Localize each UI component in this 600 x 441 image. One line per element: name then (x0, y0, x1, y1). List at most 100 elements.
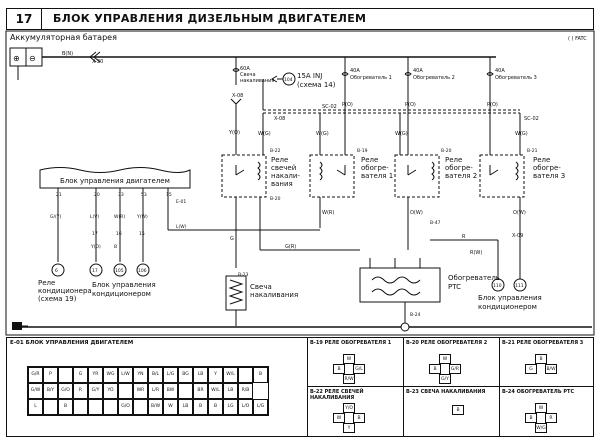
ecu-pin-1: 21 (56, 192, 62, 198)
marker-17: 17 (92, 268, 98, 274)
ecu-pin-cell: G/O (118, 399, 133, 415)
note-ptc-2: PTC (448, 283, 461, 291)
conn-b23: B-23 (238, 272, 249, 278)
fuse1-name2: накаливания (240, 78, 274, 84)
ecu-pin-cell: BG (178, 367, 193, 383)
fuse2-rating: 40A (350, 68, 360, 74)
note-ac-relay-3: (схема 19) (38, 295, 77, 303)
ecu-pin-cell: WR (133, 383, 148, 399)
relay-heater2: Реле обогре- вателя 2 B-20 (394, 148, 477, 198)
marker-110: 110 (493, 283, 502, 289)
fuse-heater1: 40A Обогреватель 1 P(O) (341, 57, 392, 155)
ecu-pin-cell: B/Y (43, 383, 58, 399)
relay-h2-l2: обогре- (445, 164, 473, 172)
ecu-pin-cell: YO (103, 383, 118, 399)
ecu-pin-cell (58, 367, 73, 383)
fuse4-name: Обогреватель 3 (495, 75, 537, 81)
note-ac-relay-2: кондиционера (38, 287, 92, 295)
battery-label: Аккумуляторная батарея (10, 33, 117, 42)
ecu-pin-cell: B/L (148, 367, 163, 383)
ecu-pin-cell (88, 399, 103, 415)
inj-note: (схема 14) (297, 81, 336, 89)
relay-heater1: Реле обогре- вателя 1 B-19 (309, 148, 393, 198)
ecu-pin-cell: L/W (118, 367, 133, 383)
inj-label: 15A INJ (297, 72, 322, 80)
fatc-label: ( ) FATC (568, 36, 587, 42)
relay-h1-id: B-19 (357, 148, 368, 154)
ecu-pin-cell: G (73, 367, 88, 383)
ecu-wire-2: L(V) (90, 214, 99, 220)
ecu-pin-cell (118, 383, 133, 399)
ecu-pin-cell: WG (103, 367, 118, 383)
ecu-pin-cell: L (28, 399, 43, 415)
relay-h3-l2: обогре- (533, 164, 561, 172)
battery: ⊕ ⊖ (9, 47, 43, 80)
schematic-frame (5, 30, 595, 336)
note-ac-relay-1: Реле (38, 279, 55, 287)
ecu-pin-2: 20 (94, 192, 100, 198)
note-glow-1: Свеча (250, 283, 272, 291)
ecu-pin-cell: W/L (223, 367, 238, 383)
wire-wg-4: W(G) (515, 131, 528, 137)
ecu-pin-cell: L/G (163, 367, 178, 383)
relay-glow: Реле свечей накали- вания B-22 B-20 (221, 148, 300, 202)
note-ac-ecu-2: кондиционером (92, 290, 151, 298)
panel-b22-title: B-22 РЕЛЕ СВЕЧЕЙ НАКАЛИВАНИЯ (310, 389, 364, 401)
note-ptc-1: Обогреватель (448, 274, 500, 282)
connector-pin: B (333, 364, 345, 374)
wire-po-2: P(O) (405, 102, 416, 108)
fuse-glow: 60A Свеча накаливания X-08 Y(O) (228, 57, 274, 155)
ecu-pin-cell: LG (223, 399, 238, 415)
marker-105: 105 (115, 268, 124, 274)
ecu-pin-cell: W (163, 399, 178, 415)
wire-b-lower: B (114, 244, 117, 250)
fuse1-name1: Свеча (240, 72, 256, 78)
relay-heater3: Реле обогре- вателя 3 B-21 (479, 148, 565, 198)
ecu-pin-cell: BW (163, 383, 178, 399)
ecu-pin-cell: R (73, 383, 88, 399)
lower-pin-3: 15 (139, 231, 145, 237)
inj-marker: 104 (284, 77, 293, 83)
relay-glow-l4: вания (271, 180, 293, 188)
ecu-pin-cell: L/G (253, 399, 268, 415)
ecu-pin-cell (73, 399, 88, 415)
wire-sc02-2: SC-02 (524, 116, 539, 122)
relay-h2-l3: вателя 2 (445, 172, 477, 180)
ecu-pin-cell: R/B (238, 383, 253, 399)
connector-pin: B (452, 405, 464, 415)
connector-pin: G/R (449, 364, 461, 374)
ecu-pin-cell: BR (193, 383, 208, 399)
connector-pin: Y/O (343, 403, 355, 413)
relay-h1-l3: вателя 1 (361, 172, 393, 180)
connector-pin: B (429, 364, 441, 374)
fuse1-rating: 60A (240, 66, 250, 72)
wire-x09: X-09 (512, 233, 523, 239)
relay-h3-l3: вателя 3 (533, 172, 565, 180)
ecu-wire-1: G/(Y) (50, 214, 62, 220)
wire-po-1: P(O) (342, 102, 353, 108)
fuse3-name: Обогреватель 2 (413, 75, 455, 81)
connector-pin: W (333, 413, 345, 423)
relay-glow-l3: накали- (271, 172, 300, 180)
connector-pin: B (535, 354, 547, 364)
relay-h3-id: B-21 (527, 148, 538, 154)
ecu-pin-cell: G/R (28, 367, 43, 383)
relay-h2-l1: Реле (445, 156, 462, 164)
connector-pin: R/W (343, 374, 355, 384)
conn-b24: B-24 (410, 312, 421, 318)
wire-yo: Y(O) (228, 130, 240, 136)
ecu-pin-cell (133, 399, 148, 415)
relay-h2-id: B-20 (441, 148, 452, 154)
connector-pin: B (525, 413, 537, 423)
ecu-pin-5: 15 (166, 192, 172, 198)
ecu-pin-cell: B (58, 399, 73, 415)
wire-ow: O(W) (410, 210, 423, 216)
ecu-pin-cell (178, 383, 193, 399)
